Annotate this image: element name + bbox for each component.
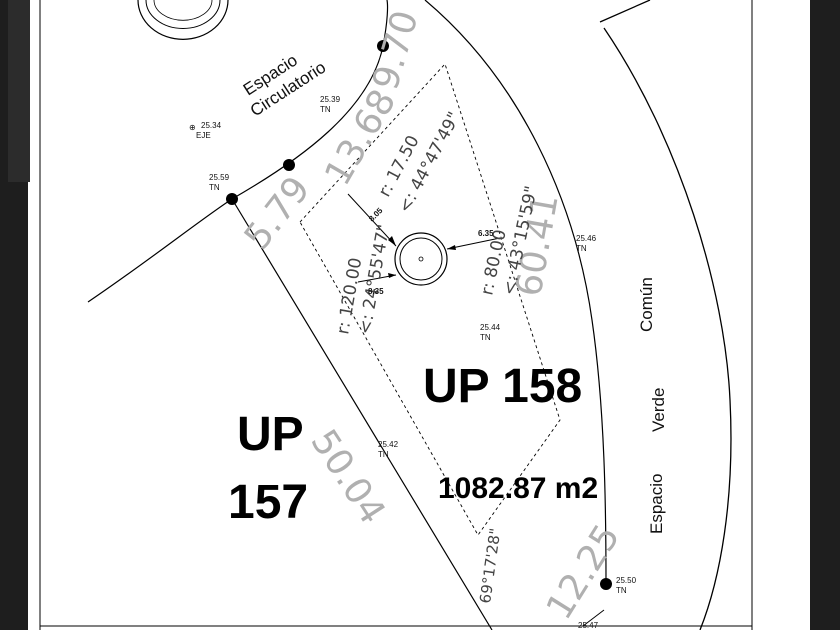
elevation-e8: 25.47 [578,621,599,630]
elevation-e3: 25.59 TN [209,173,230,192]
svg-text:25.44: 25.44 [480,323,501,332]
elevation-e4: 25.46 TN [576,234,597,253]
lot-east-curve [424,0,607,585]
offset-label-635: 6.35 [478,229,494,238]
survey-point [377,40,389,52]
lot-157-label-line2: 157 [228,476,308,529]
frame-left-strip [8,0,30,182]
green-area-label-3: Espacio [647,474,666,534]
svg-text:TN: TN [616,586,627,595]
offset-line-635 [446,237,501,250]
elevation-e1: 25.34 EJE ⊕ [189,121,222,140]
svg-text:25.34: 25.34 [201,121,222,130]
lot-south-edge [582,609,605,627]
svg-text:⊕: ⊕ [189,123,196,132]
svg-text:TN: TN [320,105,331,114]
green-area-label-1: Común [637,277,656,332]
svg-text:TN: TN [480,333,491,342]
survey-point [600,578,612,590]
lot-boundary-line [231,198,493,630]
lot-158-area: 1082.87 m2 [438,472,598,505]
survey-point [226,193,238,205]
offset-label-835: 8.35 [368,287,384,296]
setback-polygon [299,63,561,536]
well-center [418,256,424,262]
elevation-e6: 25.42 TN [378,440,399,459]
offset-arrow-805 [388,236,396,246]
green-area-outer-curve [603,27,732,630]
lot-158-label: UP 158 [423,360,582,413]
elevation-e5: 25.44 TN [480,323,501,342]
green-area-top-edge [599,0,651,23]
green-area-label-2: Verde [649,388,668,432]
lot-157-label-line1: UP [237,408,304,461]
well-circle-outer [394,232,448,286]
svg-text:25.59: 25.59 [209,173,230,182]
svg-text:25.46: 25.46 [576,234,597,243]
compass-symbol [137,0,229,40]
offset-arrow-835 [388,273,396,278]
elevation-e2: 25.39 TN [320,95,341,114]
svg-text:25.50: 25.50 [616,576,637,585]
drawing-sheet [28,0,810,630]
svg-text:TN: TN [576,244,587,253]
offset-arrow-635 [447,245,456,250]
well-circle-inner [399,237,443,281]
svg-text:EJE: EJE [196,131,211,140]
svg-text:TN: TN [209,183,220,192]
svg-text:25.47: 25.47 [578,621,599,630]
svg-text:25.42: 25.42 [378,440,399,449]
elevation-e7: 25.50 TN [616,576,637,595]
road-edge-curve [87,0,389,303]
survey-point [283,159,295,171]
svg-text:TN: TN [378,450,389,459]
offset-line-805 [347,193,397,247]
svg-text:25.39: 25.39 [320,95,341,104]
